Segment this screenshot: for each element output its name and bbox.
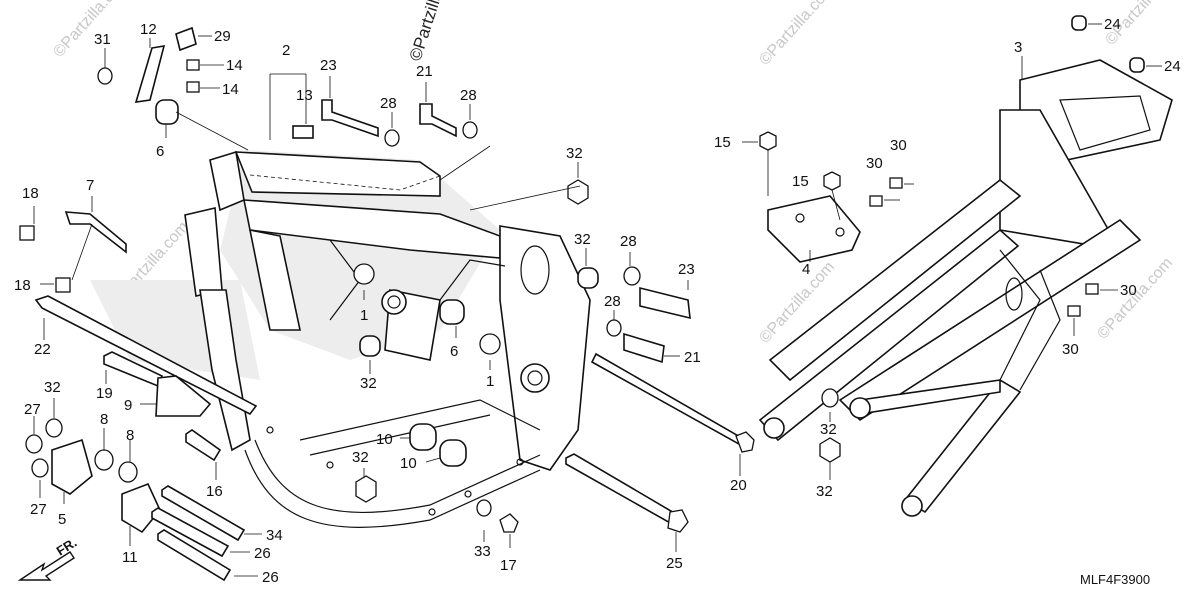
callout-label: 25 xyxy=(666,555,683,572)
callout-label: 1 xyxy=(486,373,494,390)
callout-label: 26 xyxy=(262,569,279,586)
callout-labels: 31 12 29 14 14 6 2 13 23 28 21 28 32 3 2… xyxy=(14,16,1181,586)
callout-label: 9 xyxy=(124,397,132,414)
callout-label: 30 xyxy=(890,137,907,154)
callout-label: 4 xyxy=(802,261,810,278)
callout-label: 32 xyxy=(820,421,837,438)
callout-label: 3 xyxy=(1014,39,1022,56)
callout-label: 13 xyxy=(296,87,313,104)
callout-label: 7 xyxy=(86,177,94,194)
callout-label: 6 xyxy=(450,343,458,360)
callout-label: 24 xyxy=(1104,16,1121,33)
callout-label: 14 xyxy=(222,81,239,98)
callout-label: 16 xyxy=(206,483,223,500)
callout-label: 15 xyxy=(714,134,731,151)
callout-label: 1 xyxy=(360,307,368,324)
callout-label: 10 xyxy=(376,431,393,448)
callout-label: 21 xyxy=(416,63,433,80)
callout-label: 27 xyxy=(24,401,41,418)
callout-label: 30 xyxy=(1062,341,1079,358)
callout-label: 26 xyxy=(254,545,271,562)
callout-label: 18 xyxy=(14,277,31,294)
callout-label: 18 xyxy=(22,185,39,202)
callout-label: 28 xyxy=(380,95,397,112)
callout-label: 32 xyxy=(574,231,591,248)
callout-label: 32 xyxy=(352,449,369,466)
callout-label: 14 xyxy=(226,57,243,74)
bracket-4 xyxy=(767,195,861,263)
callout-label: 27 xyxy=(30,501,47,518)
callout-label: 32 xyxy=(566,145,583,162)
rear-subframe xyxy=(758,59,1173,517)
callout-label: 29 xyxy=(214,28,231,45)
callout-label: 23 xyxy=(678,261,695,278)
callout-label: 15 xyxy=(792,173,809,190)
callout-label: 32 xyxy=(816,483,833,500)
drawing-code: MLF4F3900 xyxy=(1080,572,1150,587)
callout-label: 17 xyxy=(500,557,517,574)
fastener-parts xyxy=(19,15,1145,582)
callout-label: 23 xyxy=(320,57,337,74)
callout-label: 8 xyxy=(100,411,108,428)
callout-label: 30 xyxy=(866,155,883,172)
callout-label: 28 xyxy=(620,233,637,250)
callout-label: 2 xyxy=(282,42,290,59)
watermark-text: ©Partzilla.com xyxy=(406,0,458,63)
watermark-text: ©Partzilla.com xyxy=(756,0,838,69)
callout-label: 28 xyxy=(460,87,477,104)
callout-label: 28 xyxy=(604,293,621,310)
front-arrow-icon: FR. xyxy=(17,535,80,581)
callout-label: 32 xyxy=(44,379,61,396)
callout-label: 5 xyxy=(58,511,66,528)
callout-label: 6 xyxy=(156,143,164,160)
callout-label: 11 xyxy=(122,549,138,566)
callout-label: 10 xyxy=(400,455,417,472)
callout-label: 32 xyxy=(360,375,377,392)
leader-lines xyxy=(33,23,1162,577)
callout-label: 30 xyxy=(1120,282,1137,299)
callout-label: 34 xyxy=(266,527,283,544)
watermark-text: ©Partzilla.com xyxy=(50,0,132,61)
main-frame xyxy=(90,150,591,528)
callout-label: 33 xyxy=(474,543,491,560)
callout-label: 12 xyxy=(140,21,157,38)
callout-label: 8 xyxy=(126,427,134,444)
callout-label: 20 xyxy=(730,477,747,494)
callout-label: 31 xyxy=(94,31,111,48)
callout-label: 21 xyxy=(684,349,701,366)
callout-label: 22 xyxy=(34,341,51,358)
callout-label: 24 xyxy=(1164,58,1181,75)
callout-label: 19 xyxy=(96,385,113,402)
front-arrow-label: FR. xyxy=(54,535,80,559)
